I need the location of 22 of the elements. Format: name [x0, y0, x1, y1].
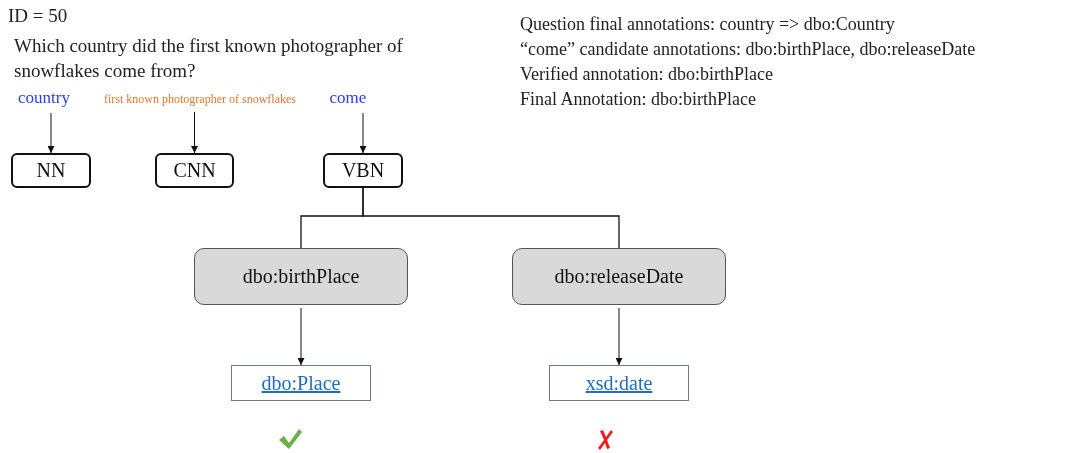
pos-tag-box: CNN	[155, 153, 234, 188]
question-text: Which country did the first known photographer of snowflakes come from?	[14, 34, 404, 83]
arrow	[615, 307, 623, 366]
pos-tag-box: VBN	[323, 153, 403, 188]
type-box: dbo:Place	[231, 365, 371, 401]
token-label: first known photographer of snowflakes	[78, 89, 322, 109]
token-label: country	[12, 86, 76, 110]
annotation-line: Question final annotations: country => dbo:Country	[520, 13, 896, 36]
annotation-line: Final Annotation: dbo:birthPlace	[520, 88, 757, 111]
token-label: come	[324, 86, 372, 110]
property-box: dbo:releaseDate	[512, 248, 726, 305]
pos-tag-box: NN	[11, 153, 91, 188]
arrow	[47, 112, 55, 154]
arrow	[191, 111, 198, 154]
diagram-id: ID = 50	[8, 4, 69, 28]
annotation-line: Verified annotation: dbo:birthPlace	[520, 63, 774, 86]
type-box: xsd:date	[549, 365, 689, 401]
connector-line	[362, 187, 620, 249]
arrow	[359, 112, 367, 154]
property-box: dbo:birthPlace	[194, 248, 408, 305]
annotation-line: “come” candidate annotations: dbo:birthPlace, dbo:releaseDate	[520, 38, 977, 61]
arrow	[297, 307, 305, 366]
